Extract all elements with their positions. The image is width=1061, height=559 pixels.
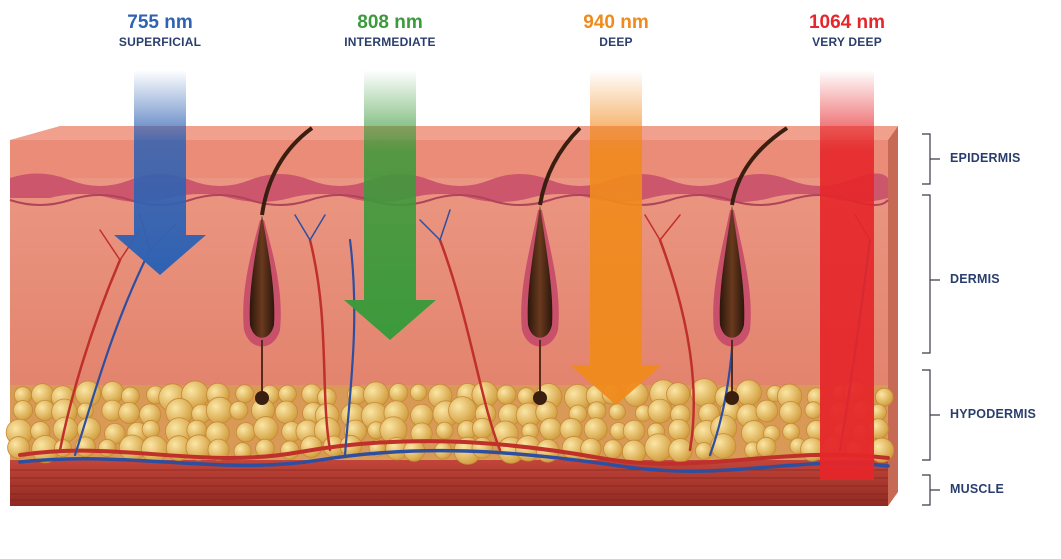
- wavelength-value: 940 nm: [531, 12, 701, 34]
- depth-label: SUPERFICIAL: [75, 34, 245, 50]
- depth-label: VERY DEEP: [762, 34, 932, 50]
- wavelength-value: 1064 nm: [762, 12, 932, 34]
- layer-label-epidermis: EPIDERMIS: [950, 151, 1021, 165]
- wavelength-label-1064: 1064 nm VERY DEEP: [762, 12, 932, 50]
- layer-label-hypodermis: HYPODERMIS: [950, 407, 1036, 421]
- wavelength-value: 808 nm: [305, 12, 475, 34]
- depth-label: INTERMEDIATE: [305, 34, 475, 50]
- layer-label-dermis: DERMIS: [950, 272, 1000, 286]
- beam-1064nm: [820, 70, 874, 480]
- wavelength-value: 755 nm: [75, 12, 245, 34]
- wavelength-label-940: 940 nm DEEP: [531, 12, 701, 50]
- depth-label: DEEP: [531, 34, 701, 50]
- layer-label-muscle: MUSCLE: [950, 482, 1004, 496]
- layer-brackets: [922, 134, 940, 505]
- wavelength-label-755: 755 nm SUPERFICIAL: [75, 12, 245, 50]
- wavelength-label-808: 808 nm INTERMEDIATE: [305, 12, 475, 50]
